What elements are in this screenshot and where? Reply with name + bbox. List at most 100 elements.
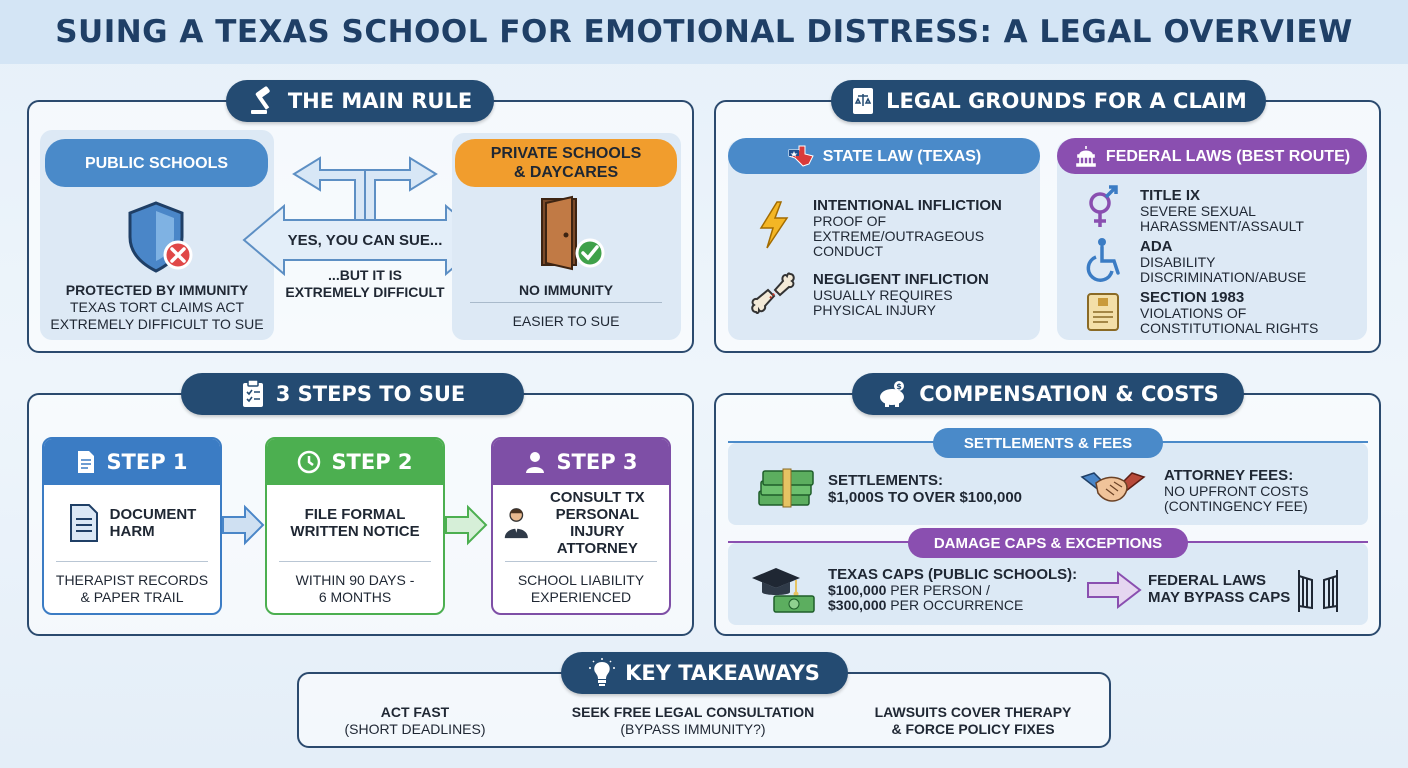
step-3-main-line2: PERSONAL xyxy=(555,506,639,523)
takeaway-consultation: SEEK FREE LEGAL CONSULTATION (BYPASS IMM… xyxy=(548,704,838,738)
step-1-sub1: THERAPIST RECORDS xyxy=(55,572,209,588)
step-1-sub2: & PAPER TRAIL xyxy=(80,589,184,605)
file-lines-icon xyxy=(69,504,98,542)
caps-header-text: DAMAGE CAPS & EXCEPTIONS xyxy=(933,534,1163,552)
step-3-main-line1: CONSULT TX xyxy=(549,489,645,506)
caps-line1-amount: $100,000 xyxy=(828,582,887,598)
private-note: EASIER TO SUE xyxy=(512,313,620,329)
settlements-item: SETTLEMENTS: $1,000s TO OVER $100,000 xyxy=(828,472,1058,506)
ada-line2: DISCRIMINATION/ABUSE xyxy=(1140,269,1307,285)
caps-line2-text: PER OCCURRENCE xyxy=(886,597,1024,613)
step-3-sub: SCHOOL LIABILITY EXPERIENCED xyxy=(493,562,669,606)
title-bar: SUING A TEXAS SCHOOL FOR EMOTIONAL DISTR… xyxy=(0,0,1408,64)
title-ix-line1: SEVERE SEXUAL xyxy=(1140,203,1256,219)
takeaway-lawsuits: LAWSUITS COVER THERAPY & FORCE POLICY FI… xyxy=(858,704,1088,738)
step-2-main: FILE FORMAL WRITTEN NOTICE xyxy=(267,485,443,561)
center-but1: ...BUT IT IS xyxy=(328,267,402,283)
main-rule-heading-text: THE MAIN RULE xyxy=(287,89,473,113)
page-title: SUING A TEXAS SCHOOL FOR EMOTIONAL DISTR… xyxy=(55,14,1353,50)
state-item-intentional: INTENTIONAL INFLICTION PROOF OF EXTREME/… xyxy=(813,197,1033,259)
center-yes: YES, YOU CAN SUE... xyxy=(287,232,443,249)
step-2-header: STEP 2 xyxy=(267,439,443,485)
federal-laws-label: FEDERAL LAWS (BEST ROUTE) xyxy=(1057,138,1367,174)
step-1-card: STEP 1 DOCUMENT HARM THERAPIST RECORDS &… xyxy=(42,437,222,615)
step-3-header: STEP 3 xyxy=(493,439,669,485)
takeaway-2-sub: (BYPASS IMMUNITY?) xyxy=(620,721,766,737)
title-ix-title: TITLE IX xyxy=(1140,187,1200,204)
center-but2: EXTREMELY DIFFICULT xyxy=(285,284,445,300)
step-2-sub2: 6 MONTHS xyxy=(318,589,392,605)
fees-item: ATTORNEY FEES: NO UPFRONT COSTS (CONTING… xyxy=(1164,467,1354,514)
settlements-header-text: SETTLEMENTS & FEES xyxy=(963,434,1133,452)
takeaways-heading: KEY TAKEAWAYS xyxy=(561,652,848,694)
step-1-sub: THERAPIST RECORDS & PAPER TRAIL xyxy=(44,562,220,606)
state-law-label-text: STATE LAW (TEXAS) xyxy=(822,147,982,165)
capitol-icon xyxy=(1076,146,1096,167)
intentional-line2: EXTREME/OUTRAGEOUS xyxy=(813,228,985,244)
fees-line2: (CONTINGENCY FEE) xyxy=(1164,498,1308,514)
settlements-title: SETTLEMENTS: xyxy=(828,472,943,489)
caps-line1-text: PER PERSON / xyxy=(886,582,990,598)
clock-icon xyxy=(298,450,321,474)
document-icon xyxy=(78,451,95,473)
federal-bypass-line2: MAY BYPASS CAPS xyxy=(1148,589,1291,606)
ada-line1: DISABILITY xyxy=(1140,254,1216,270)
lightbulb-icon xyxy=(589,658,616,686)
steps-heading: 3 STEPS TO SUE xyxy=(181,373,524,415)
takeaway-3-bold2: & FORCE POLICY FIXES xyxy=(891,721,1055,737)
fees-title: ATTORNEY FEES: xyxy=(1164,467,1294,484)
handshake-icon xyxy=(1080,472,1146,502)
title-ix-line2: HARASSMENT/ASSAULT xyxy=(1140,218,1304,234)
lightning-icon xyxy=(759,201,789,249)
compensation-heading-text: COMPENSATION & COSTS xyxy=(919,382,1219,406)
public-line2: EXTREMELY DIFFICULT TO SUE xyxy=(50,316,264,332)
takeaway-3-bold: LAWSUITS COVER THERAPY xyxy=(874,704,1072,720)
steps-heading-text: 3 STEPS TO SUE xyxy=(275,382,466,406)
svg-text:$: $ xyxy=(896,382,902,391)
negligent-line2: PHYSICAL INJURY xyxy=(813,302,936,318)
private-label-line2: & DAYCARES xyxy=(513,164,619,181)
state-item-negligent: NEGLIGENT INFLICTION USUALLY REQUIRES PH… xyxy=(813,271,1033,318)
federal-bypass-line1: FEDERAL LAWS xyxy=(1148,572,1267,589)
intentional-line1: PROOF OF xyxy=(813,213,887,229)
federal-item-title-ix: TITLE IX SEVERE SEXUAL HARASSMENT/ASSAUL… xyxy=(1140,187,1360,234)
public-schools-label: PUBLIC SCHOOLS xyxy=(45,139,268,187)
scroll-icon xyxy=(1087,293,1119,331)
legal-grounds-heading: LEGAL GROUNDS FOR A CLAIM xyxy=(831,80,1266,122)
money-stack-icon xyxy=(758,468,814,508)
step-1-main-line1: DOCUMENT xyxy=(109,506,197,523)
gender-symbol-icon xyxy=(1089,185,1118,227)
open-gate-icon xyxy=(1298,570,1338,612)
intentional-title: INTENTIONAL INFLICTION xyxy=(813,197,1002,214)
step-2-card: STEP 2 FILE FORMAL WRITTEN NOTICE WITHIN… xyxy=(265,437,445,615)
legal-document-icon xyxy=(853,88,874,114)
step-1-header: STEP 1 xyxy=(44,439,220,485)
broken-bone-icon xyxy=(751,272,795,315)
shield-x-icon xyxy=(128,201,193,273)
main-rule-heading: THE MAIN RULE xyxy=(226,80,494,122)
takeaway-1-bold: ACT FAST xyxy=(380,704,450,720)
federal-item-ada: ADA DISABILITY DISCRIMINATION/ABUSE xyxy=(1140,238,1360,285)
step-arrow-2 xyxy=(445,504,488,546)
caps-line2-amount: $300,000 xyxy=(828,597,887,613)
wheelchair-icon xyxy=(1086,238,1120,282)
public-status: PROTECTED BY IMMUNITY xyxy=(65,282,249,298)
caps-header: DAMAGE CAPS & EXCEPTIONS xyxy=(908,528,1188,558)
fork-arrow-icon xyxy=(242,156,488,277)
step-2-main-line2: WRITTEN NOTICE xyxy=(290,523,420,540)
step-2-sub1: WITHIN 90 DAYS - xyxy=(295,572,415,588)
takeaway-2-bold: SEEK FREE LEGAL CONSULTATION xyxy=(571,704,815,720)
texas-flag-icon xyxy=(788,145,814,167)
legal-grounds-heading-text: LEGAL GROUNDS FOR A CLAIM xyxy=(886,89,1247,113)
step-3-main-line3: INJURY ATTORNEY xyxy=(556,523,638,557)
caps-title: TEXAS CAPS (PUBLIC SCHOOLS): xyxy=(828,566,1078,583)
section-1983-line2: CONSTITUTIONAL RIGHTS xyxy=(1140,320,1319,336)
step-2-sub: WITHIN 90 DAYS - 6 MONTHS xyxy=(267,562,443,606)
step-3-sub2: EXPERIENCED xyxy=(530,589,632,605)
graduation-cap-money-icon xyxy=(752,568,815,613)
step-1-main: DOCUMENT HARM xyxy=(44,485,220,561)
step-3-card: STEP 3 CONSULT TX PERSONAL INJURY ATTORN… xyxy=(491,437,671,615)
open-door-check-icon xyxy=(541,195,605,271)
step-3-sub1: SCHOOL LIABILITY xyxy=(517,572,645,588)
state-law-label: STATE LAW (TEXAS) xyxy=(728,138,1040,174)
